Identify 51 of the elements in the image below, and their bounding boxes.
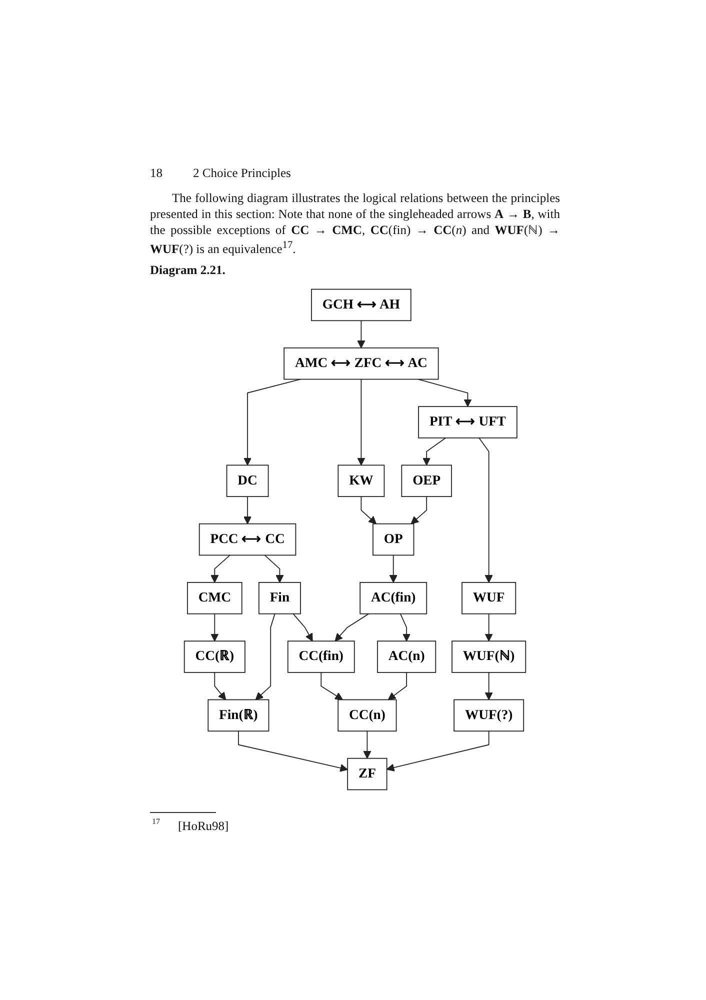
arrow <box>244 378 301 466</box>
arrow <box>363 730 372 759</box>
diagram-title: Diagram 2.21. <box>150 262 226 278</box>
arrow <box>214 672 226 700</box>
footnote-marker: 17 <box>152 817 160 827</box>
node-box: Fin <box>258 582 301 614</box>
arrow <box>357 320 366 348</box>
node-box: CC(ℝ) <box>184 640 246 673</box>
node-box: CMC <box>187 582 242 614</box>
arrow <box>418 378 472 407</box>
arrow <box>292 613 313 642</box>
node-box: WUF <box>462 582 516 614</box>
node-box: KW <box>338 464 385 497</box>
arrow <box>422 437 446 466</box>
arrow <box>264 554 284 583</box>
arrow <box>320 672 343 700</box>
running-header: 2 Choice Principles <box>193 165 291 181</box>
node-box: WUF(?) <box>454 699 524 732</box>
node-box: AC(n) <box>377 640 436 673</box>
arrow <box>389 554 398 583</box>
arrow <box>484 672 493 700</box>
arrow <box>484 613 493 642</box>
node-box: GCH ⟷ AH <box>311 288 412 322</box>
page-number: 18 <box>150 165 162 181</box>
arrow <box>478 437 493 583</box>
node-box: DC <box>226 464 269 497</box>
node-box: PCC ⟷ CC <box>198 523 296 556</box>
node-box: Fin(ℝ) <box>208 699 270 732</box>
arrow <box>400 613 411 642</box>
arrow <box>357 378 366 466</box>
node-box: CC(fin) <box>287 640 355 673</box>
arrow <box>244 496 252 524</box>
node-box: AC(fin) <box>360 582 428 614</box>
node-box: OEP <box>401 464 452 497</box>
node-box: CC(n) <box>338 699 397 732</box>
arrow <box>410 496 428 524</box>
arrow <box>334 613 370 642</box>
footnote-text: [HoRu98] <box>178 818 229 834</box>
arrow <box>238 730 348 772</box>
arrow <box>360 496 377 524</box>
arrow <box>210 613 219 642</box>
arrow <box>210 554 230 583</box>
node-box: PIT ⟷ UFT <box>418 406 518 438</box>
body-paragraph: The following diagram illustrates the logical relations between the principles presented in this section: Note that none of the singleheaded arrows A → B, with the possible exceptions of CC → CMC, CC(fin) → CC(n) and WUF(ℕ) → WUF(?) is an equivalence$^{17}$. <box>150 190 560 258</box>
node-box: OP <box>372 523 414 556</box>
arrow <box>386 730 490 772</box>
arrow <box>388 672 407 700</box>
node-box: ZF <box>347 758 388 790</box>
node-box: WUF(ℕ) <box>452 640 526 673</box>
arrow <box>255 613 276 700</box>
node-box: AMC ⟷ ZFC ⟷ AC <box>284 347 439 380</box>
